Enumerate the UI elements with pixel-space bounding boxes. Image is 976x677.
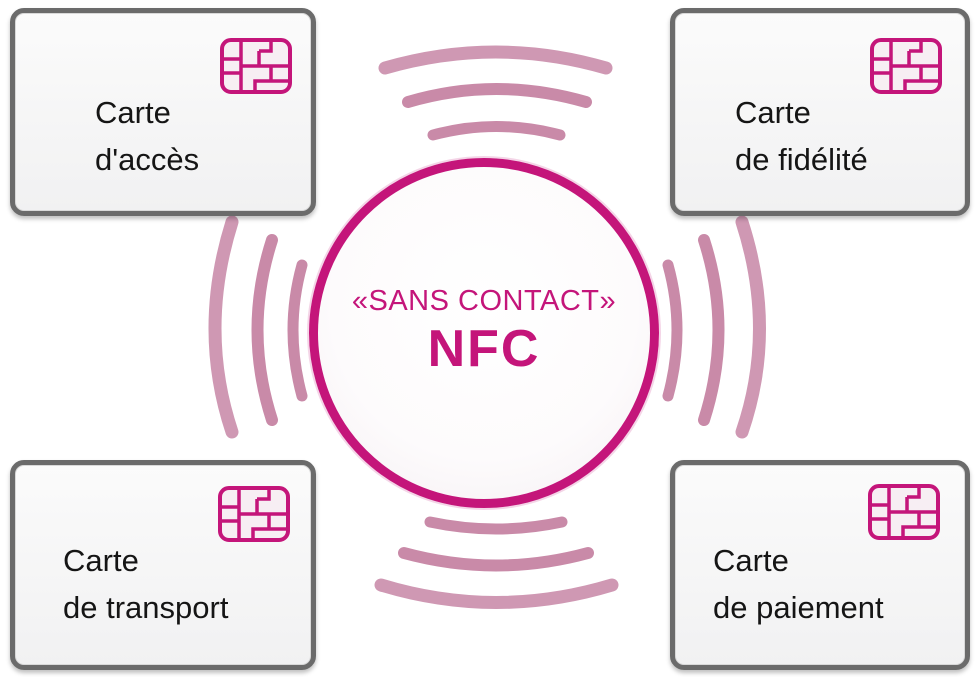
card-label: Carte de paiement <box>713 537 884 631</box>
chip-icon <box>870 38 942 94</box>
nfc-title: NFC <box>427 320 541 378</box>
wave-left-2 <box>251 234 278 426</box>
wave-right-1 <box>662 259 683 402</box>
wave-right-3 <box>735 215 766 439</box>
chip-icon <box>218 486 290 542</box>
card-paiement: Carte de paiement <box>670 460 970 670</box>
card-label-line2: de paiement <box>713 590 884 625</box>
wave-top-3 <box>427 121 566 141</box>
card-label-line1: Carte <box>713 543 789 578</box>
sans-contact-label: «SANS CONTACT» <box>351 285 617 317</box>
card-label: Carte de fidélité <box>735 89 868 183</box>
chip-icon <box>220 38 292 94</box>
card-acces: Carte d'accès <box>10 8 316 216</box>
card-label-line2: de transport <box>63 590 229 625</box>
card-label-line1: Carte <box>95 95 171 130</box>
card-label-line1: Carte <box>735 95 811 130</box>
card-label-line2: de fidélité <box>735 142 868 177</box>
wave-top-1 <box>378 45 613 75</box>
card-fidelite: Carte de fidélité <box>670 8 970 216</box>
wave-bottom-1 <box>424 516 568 535</box>
wave-bottom-3 <box>374 578 619 609</box>
card-label-line1: Carte <box>63 543 139 578</box>
wave-bottom-2 <box>398 547 594 572</box>
wave-right-2 <box>698 234 725 426</box>
card-label: Carte d'accès <box>95 89 199 183</box>
chip-icon <box>868 484 940 540</box>
nfc-circle: «SANS CONTACT» NFC <box>309 158 659 508</box>
card-label-line2: d'accès <box>95 142 200 177</box>
card-transport: Carte de transport <box>10 460 316 670</box>
card-label: Carte de transport <box>63 537 228 631</box>
wave-top-2 <box>402 83 592 108</box>
wave-left-3 <box>287 259 308 402</box>
wave-left-1 <box>208 215 239 439</box>
